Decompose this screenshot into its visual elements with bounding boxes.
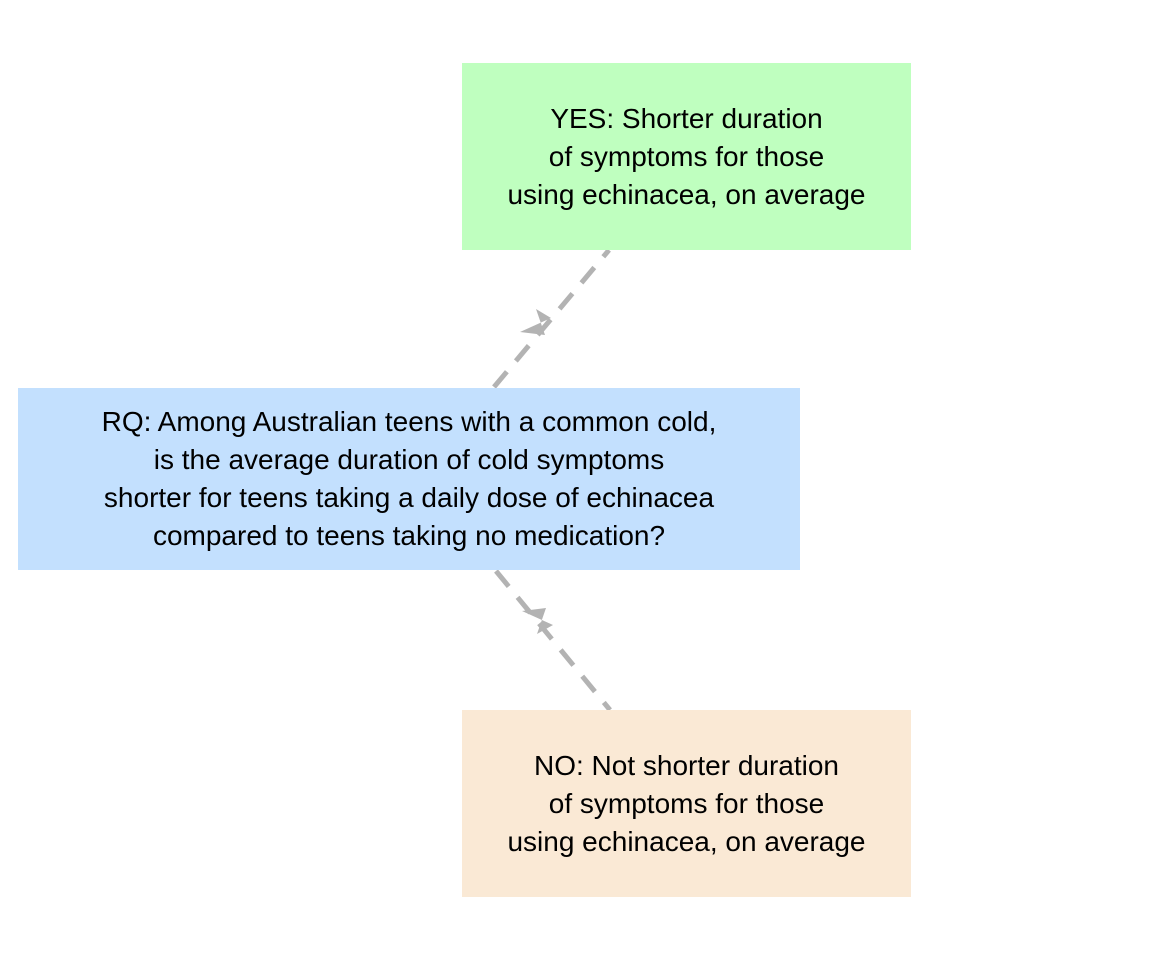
node-rq-line-3: shorter for teens taking a daily dose of… xyxy=(103,482,715,513)
connector-rq-to-yes-line xyxy=(492,248,611,389)
connector-rq-to-yes xyxy=(492,248,611,389)
node-no-line-2: of symptoms for those xyxy=(548,787,825,819)
connector-rq-to-no xyxy=(494,569,612,712)
node-no-line-3: using echinacea, on average xyxy=(507,825,866,857)
node-yes-line-2: of symptoms for those xyxy=(548,140,825,172)
connector-rq-to-no-arrowhead xyxy=(522,608,553,634)
node-no-line-1: NO: Not shorter duration xyxy=(533,749,840,781)
connector-rq-to-yes-arrowhead xyxy=(520,309,551,335)
node-yes-line-1: YES: Shorter duration xyxy=(550,102,823,134)
node-rq-line-1: RQ: Among Australian teens with a common… xyxy=(101,406,717,437)
node-yes-line-3: using echinacea, on average xyxy=(507,178,866,210)
node-no-outcome[interactable]: NO: Not shorter duration of symptoms for… xyxy=(462,710,911,897)
node-yes-outcome[interactable]: YES: Shorter duration of symptoms for th… xyxy=(462,63,911,250)
node-rq-line-2: is the average duration of cold symptoms xyxy=(153,444,665,475)
node-research-question[interactable]: RQ: Among Australian teens with a common… xyxy=(18,388,800,570)
node-rq-line-4: compared to teens taking no medication? xyxy=(152,520,666,551)
connector-rq-to-no-line xyxy=(494,569,612,712)
